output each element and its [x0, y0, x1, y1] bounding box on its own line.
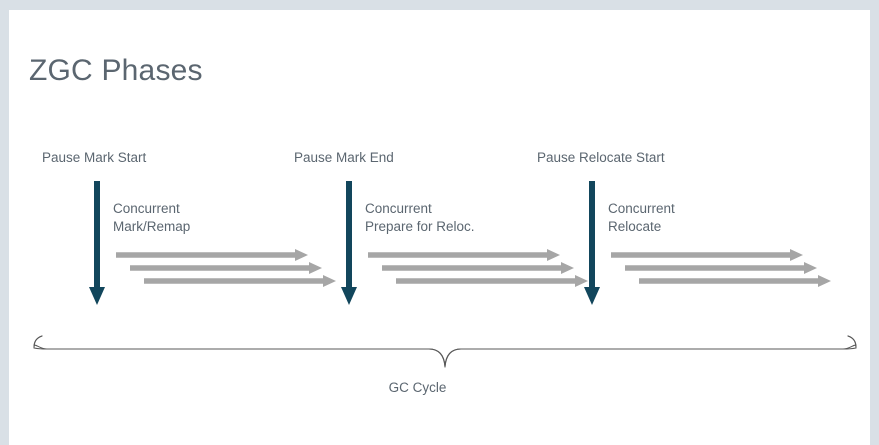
- thread-arrow-mark-end-1: [368, 249, 560, 261]
- pause-down-arrow-icon-mark-end: [341, 181, 357, 305]
- thread-arrow-mark-end-2: [382, 262, 574, 274]
- gc-cycle-label: GC Cycle: [9, 380, 870, 395]
- page-title: ZGC Phases: [29, 54, 203, 87]
- thread-arrow-mark-start-3: [144, 275, 336, 287]
- thread-arrow-mark-start-2: [130, 262, 322, 274]
- pause-label-relocate-start: Pause Relocate Start: [537, 150, 665, 165]
- thread-arrow-mark-start-1: [116, 249, 308, 261]
- concurrent-label-line1-mark-end: Concurrent: [365, 201, 432, 216]
- pause-label-mark-end: Pause Mark End: [294, 150, 394, 165]
- pause-down-arrow-icon-relocate-start: [584, 181, 600, 305]
- thread-arrow-mark-end-3: [396, 275, 588, 287]
- gc-cycle-text: GC Cycle: [388, 380, 447, 395]
- thread-arrow-relocate-start-2: [625, 262, 817, 274]
- concurrent-label-line1-relocate-start: Concurrent: [608, 201, 675, 216]
- pause-down-arrow-icon-mark-start: [89, 181, 105, 305]
- concurrent-label-line2-mark-end: Prepare for Reloc.: [365, 219, 475, 234]
- concurrent-label-line1-mark-start: Concurrent: [113, 201, 180, 216]
- thread-arrow-relocate-start-3: [639, 275, 831, 287]
- concurrent-label-line2-relocate-start: Relocate: [608, 219, 662, 234]
- gc-cycle-brace-icon: [33, 330, 858, 375]
- thread-arrow-relocate-start-1: [611, 249, 803, 261]
- pause-label-mark-start: Pause Mark Start: [42, 150, 147, 165]
- concurrent-label-line2-mark-start: Mark/Remap: [113, 219, 191, 234]
